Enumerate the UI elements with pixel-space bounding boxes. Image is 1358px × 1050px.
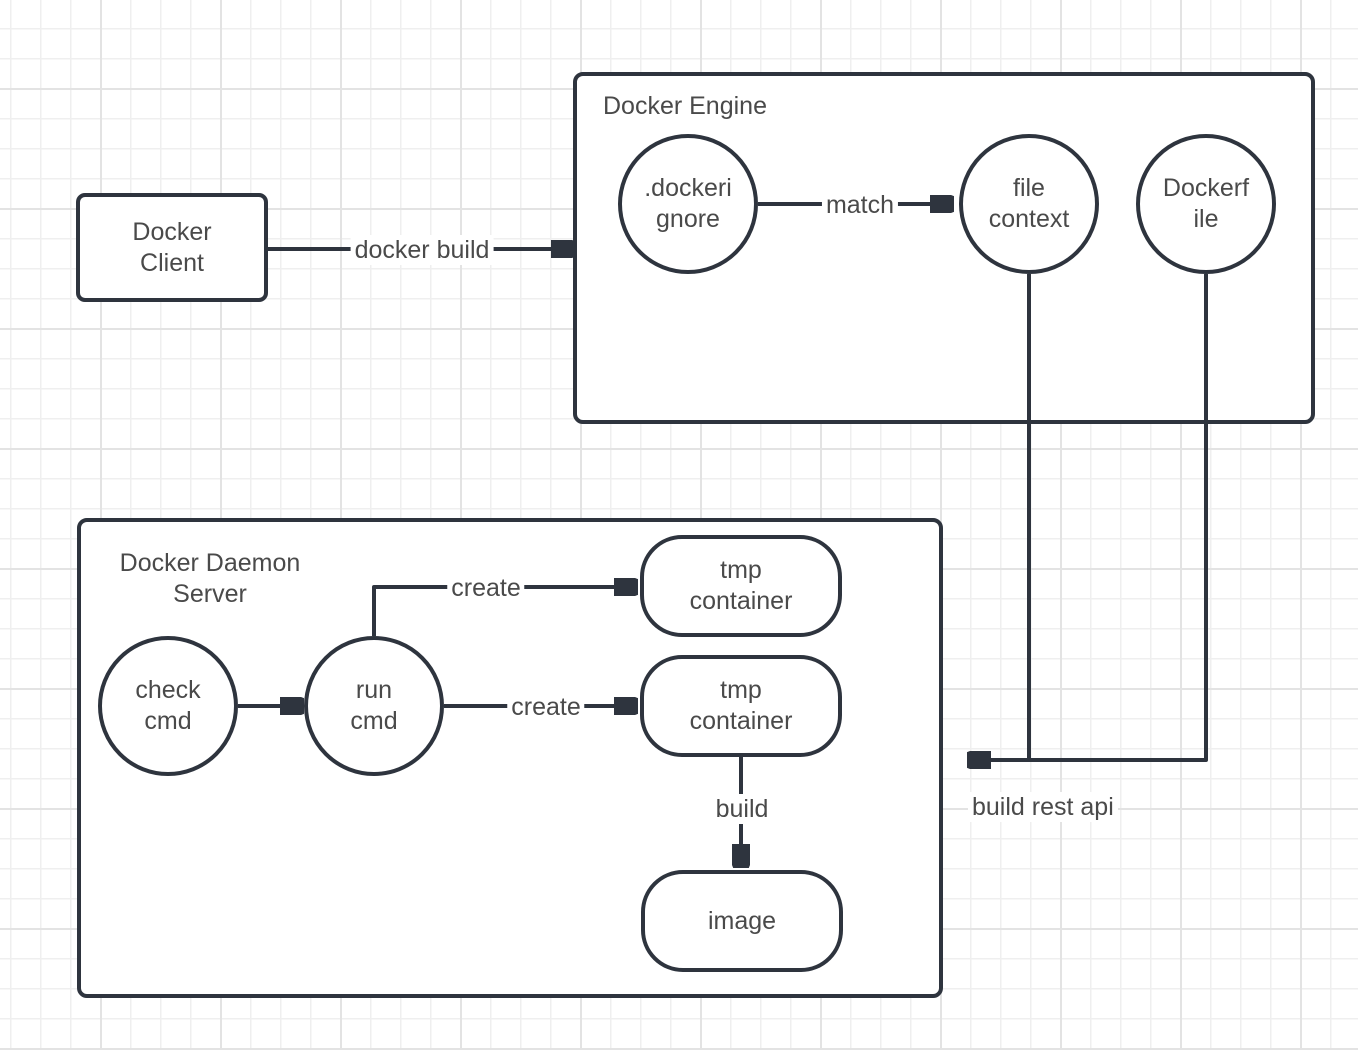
node-check-cmd-label: check cmd [135, 676, 201, 735]
node-image[interactable]: image [641, 870, 843, 972]
edge-create-top-label[interactable]: create [447, 573, 525, 603]
node-run-cmd[interactable]: run cmd [304, 636, 444, 776]
node-tmp-container-2-label: tmp container [689, 676, 793, 735]
edge-build-label[interactable]: build [711, 794, 773, 824]
edge-build-rest-api-arrow[interactable] [971, 274, 1208, 760]
node-docker-client-label: Docker Client [132, 217, 212, 277]
node-tmp-container-2[interactable]: tmp container [640, 655, 842, 757]
edge-docker-build-label[interactable]: docker build [350, 235, 494, 265]
group-docker-daemon-server-title: Docker Daemon Server [119, 549, 301, 608]
node-dockerfile-label: Dockerf ile [1162, 174, 1250, 233]
edge-create-mid-label[interactable]: create [507, 692, 585, 722]
node-dockerignore-label: .dockeri gnore [644, 174, 732, 233]
node-dockerignore[interactable]: .dockeri gnore [618, 134, 758, 274]
node-file-context-label: file context [988, 174, 1070, 233]
edge-create-top-arrow[interactable] [372, 587, 634, 636]
group-docker-engine-title: Docker Engine [603, 92, 767, 120]
node-run-cmd-label: run cmd [350, 676, 398, 735]
node-file-context[interactable]: file context [959, 134, 1099, 274]
node-docker-client[interactable]: Docker Client [76, 193, 268, 302]
edge-match-label[interactable]: match [821, 190, 899, 220]
node-image-label: image [707, 906, 777, 935]
edge-build-rest-api-label[interactable]: build rest api [968, 792, 1118, 822]
node-dockerfile[interactable]: Dockerf ile [1136, 134, 1276, 274]
node-check-cmd[interactable]: check cmd [98, 636, 238, 776]
node-tmp-container-1-label: tmp container [689, 556, 793, 615]
node-tmp-container-1[interactable]: tmp container [640, 535, 842, 637]
